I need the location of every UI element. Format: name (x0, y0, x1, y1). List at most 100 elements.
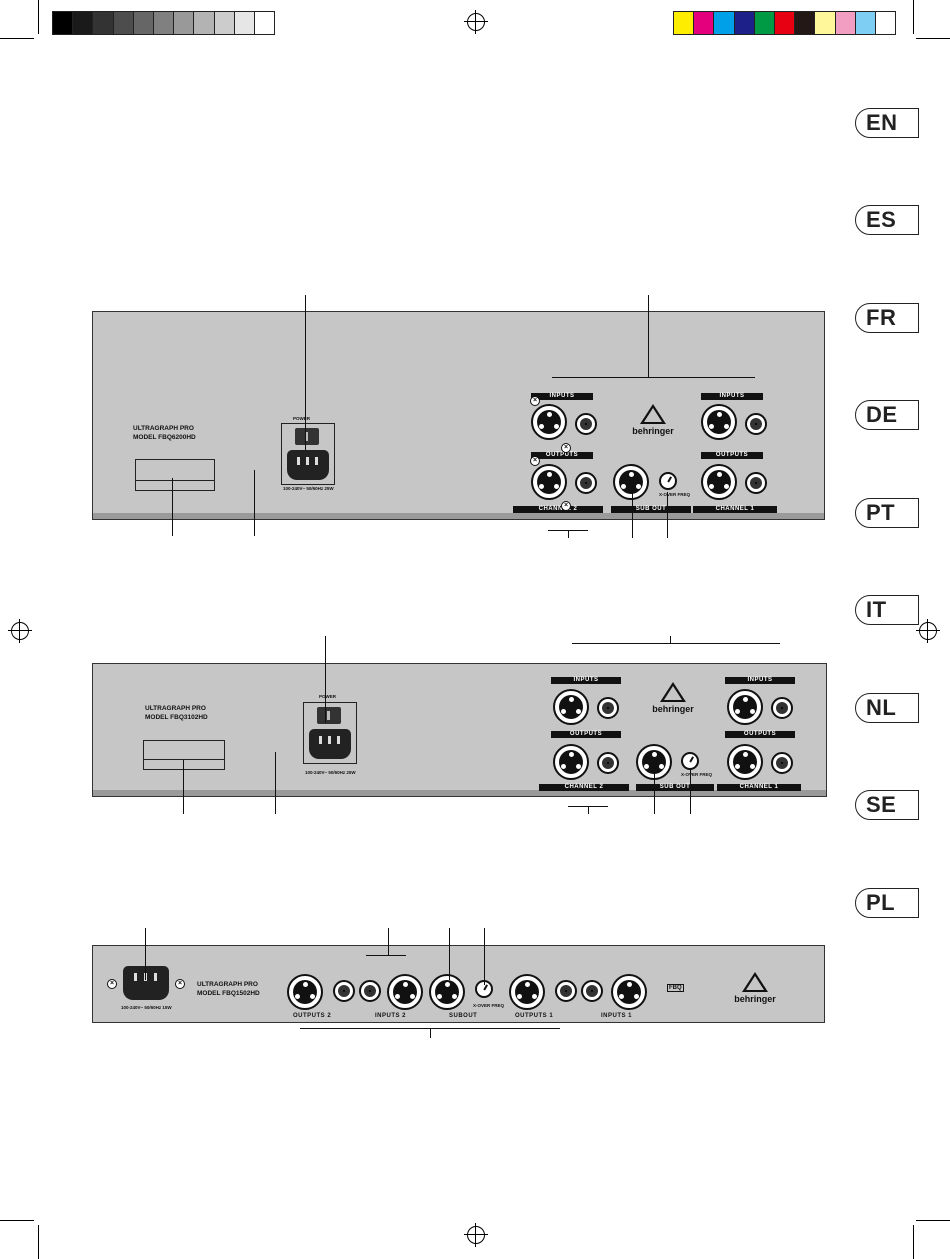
panel-shadow (93, 513, 824, 519)
grayscale-bar (52, 11, 276, 35)
outputs1-xlr[interactable] (509, 974, 545, 1010)
ch1-inputs-header: INPUTS (725, 677, 795, 684)
screw-icon: × (530, 396, 540, 406)
xlr-pin (644, 763, 650, 769)
registration-mark-icon (916, 619, 940, 643)
model-name: ULTRAGRAPH PRO MODEL FBQ6200HD (133, 425, 196, 441)
behringer-logo: behringer (623, 404, 683, 436)
callout-line (572, 643, 780, 644)
power-switch[interactable] (295, 428, 319, 445)
xlr-pin (437, 993, 443, 999)
rear-panel-fbq6200hd: ULTRAGRAPH PRO MODEL FBQ6200HD POWER 100… (92, 311, 825, 520)
xlr-pin (628, 471, 634, 477)
outputs2-jack[interactable] (333, 980, 355, 1002)
inputs2-xlr[interactable] (387, 974, 423, 1010)
behringer-logo: behringer (643, 682, 703, 714)
xlr-pin (302, 981, 308, 987)
xlr-pin (575, 708, 581, 714)
ch2-input-xlr[interactable] (553, 689, 589, 725)
serial-label (135, 459, 215, 491)
inputs1-xlr[interactable] (611, 974, 647, 1010)
registration-mark-icon (464, 1223, 488, 1247)
subout-xlr[interactable] (429, 974, 465, 1010)
ch2-outputs-header: OUTPUTS (551, 731, 621, 738)
ch2-input-jack[interactable] (597, 697, 619, 719)
ch1-input-xlr[interactable] (727, 689, 763, 725)
callout-line (366, 955, 406, 956)
ch2-input-xlr[interactable] (531, 404, 567, 440)
ch2-output-jack[interactable] (575, 472, 597, 494)
xlr-pin (546, 471, 552, 477)
xlr-pin (749, 763, 755, 769)
power-socket[interactable] (309, 729, 351, 759)
xlr-pin (749, 708, 755, 714)
color-swatch (713, 11, 735, 35)
ch1-output-jack[interactable] (745, 472, 767, 494)
xlr-pin (709, 483, 715, 489)
voltage-label: 100-240V~ 50/60Hz 25W (283, 486, 334, 491)
color-swatch (733, 11, 755, 35)
outputs2-xlr[interactable] (287, 974, 323, 1010)
rear-panel-fbq1502hd: × × 100-240V~ 50/60Hz 15W ULTRAGRAPH PRO… (92, 945, 825, 1023)
lang-tab-se[interactable]: SE (855, 790, 919, 820)
ch1-label: CHANNEL 1 (693, 506, 777, 513)
lang-tab-nl[interactable]: NL (855, 693, 919, 723)
ch2-label: CHANNEL 2 (513, 506, 603, 513)
power-switch[interactable] (317, 707, 341, 724)
xlr-pin (716, 471, 722, 477)
ch1-input-jack[interactable] (771, 697, 793, 719)
ch2-output-jack[interactable] (597, 752, 619, 774)
color-swatch (693, 11, 715, 35)
ch1-output-jack[interactable] (771, 752, 793, 774)
ch2-label: CHANNEL 2 (539, 784, 629, 791)
callout-line (568, 530, 569, 538)
outputs2-label: OUTPUTS 2 (293, 1013, 332, 1019)
ch1-output-xlr[interactable] (727, 744, 763, 780)
outputs1-jack[interactable] (555, 980, 577, 1002)
lang-tab-it[interactable]: IT (855, 595, 919, 625)
xlr-pin (539, 483, 545, 489)
xlr-pin (444, 981, 450, 987)
ch2-output-xlr[interactable] (553, 744, 589, 780)
ch1-input-xlr[interactable] (701, 404, 737, 440)
inputs2-label: INPUTS 2 (375, 1013, 407, 1019)
ch2-input-jack[interactable] (575, 413, 597, 435)
rear-panel-fbq3102hd: ULTRAGRAPH PRO MODEL FBQ3102HD POWER 100… (92, 663, 827, 797)
gray-swatch (52, 11, 74, 35)
gray-swatch (253, 11, 276, 35)
color-swatch (673, 11, 695, 35)
power-socket[interactable] (123, 966, 169, 1000)
gray-swatch (132, 11, 154, 35)
xover-freq-knob[interactable] (681, 752, 699, 770)
lang-tab-fr[interactable]: FR (855, 303, 919, 333)
callout-line (552, 377, 755, 378)
lang-tab-es[interactable]: ES (855, 205, 919, 235)
xlr-pin (619, 993, 625, 999)
lang-tab-en[interactable]: EN (855, 108, 919, 138)
gray-swatch (72, 11, 94, 35)
lang-tab-de[interactable]: DE (855, 400, 919, 430)
sub-out-xlr[interactable] (613, 464, 649, 500)
ch2-inputs-header: INPUTS (531, 393, 593, 400)
xlr-pin (561, 763, 567, 769)
ch1-input-jack[interactable] (745, 413, 767, 435)
ch1-output-xlr[interactable] (701, 464, 737, 500)
xover-freq-knob[interactable] (659, 472, 677, 490)
crop-mark (0, 1220, 34, 1221)
power-socket[interactable] (287, 450, 329, 480)
callout-line (690, 770, 691, 814)
lang-tab-pl[interactable]: PL (855, 888, 919, 918)
callout-line (568, 806, 608, 807)
voltage-label: 100-240V~ 50/60Hz 25W (305, 770, 356, 775)
xlr-pin (409, 993, 415, 999)
inputs2-jack[interactable] (359, 980, 381, 1002)
lang-tab-pt[interactable]: PT (855, 498, 919, 528)
color-swatch (874, 11, 897, 35)
xlr-pin (709, 423, 715, 429)
ch2-output-xlr[interactable] (531, 464, 567, 500)
callout-line (172, 478, 173, 536)
callout-line (588, 806, 589, 814)
subout-label: SUBOUT (449, 1013, 478, 1019)
inputs1-jack[interactable] (581, 980, 603, 1002)
xlr-pin (742, 751, 748, 757)
